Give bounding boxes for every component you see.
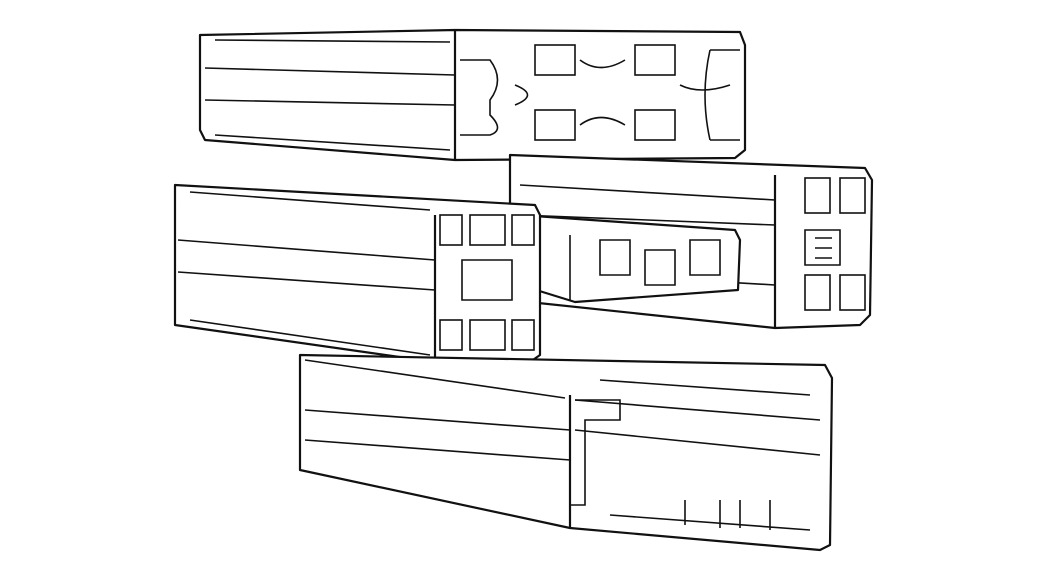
middle-left-profile xyxy=(173,183,542,364)
bottom-channel-profile xyxy=(298,353,834,552)
top-profile xyxy=(198,28,747,162)
inner-small-profile xyxy=(518,213,742,304)
